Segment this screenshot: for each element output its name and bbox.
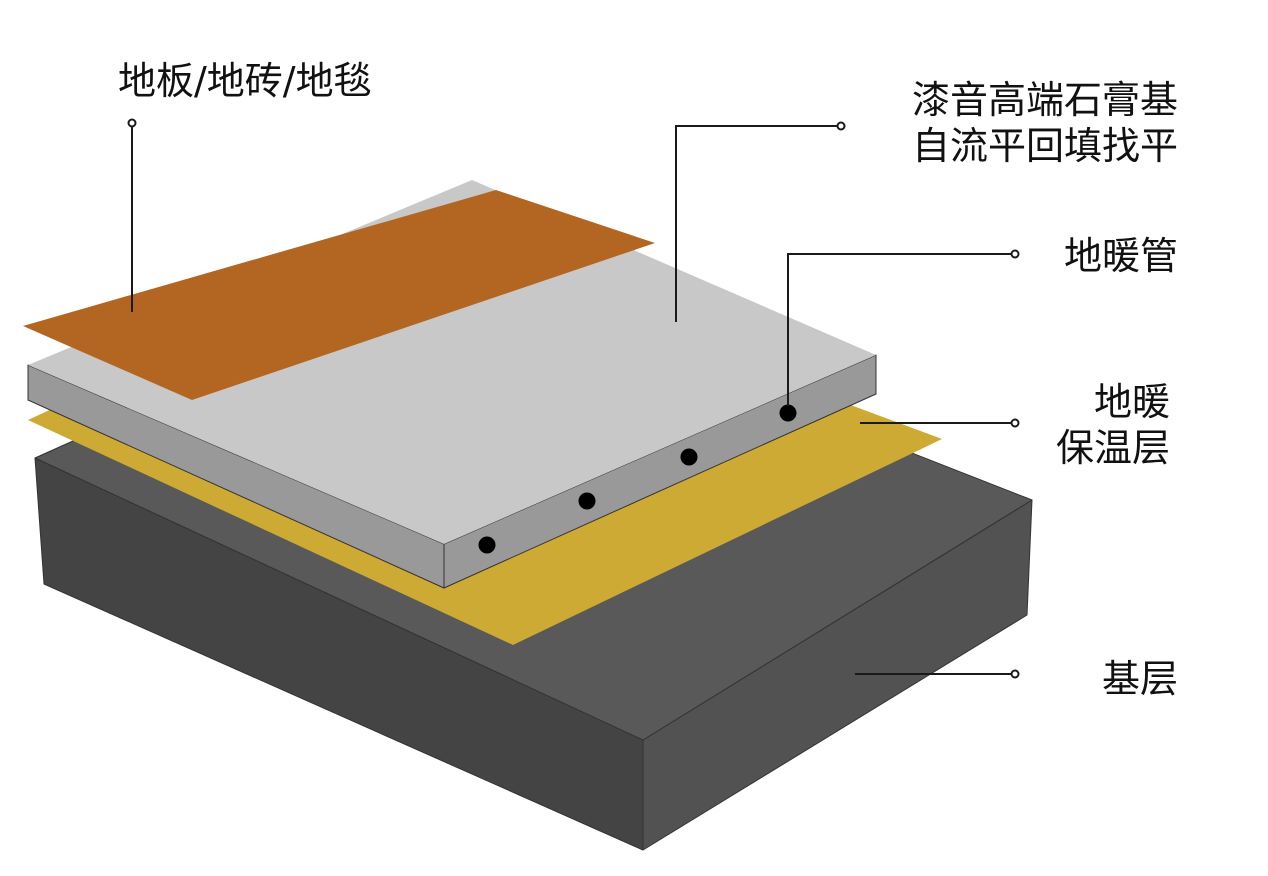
heating-pipe-dot bbox=[779, 404, 797, 422]
gypsum-layer-top-face bbox=[28, 180, 876, 544]
flooring-layer bbox=[23, 190, 655, 400]
heating-pipe-label: 地暖管 bbox=[1063, 234, 1178, 278]
heating-pipe-dot bbox=[478, 536, 496, 554]
insulation-label-line1: 地暖 bbox=[1093, 380, 1170, 424]
insulation-label-line2: 保温层 bbox=[1055, 426, 1170, 470]
gypsum-label-line2: 自流平回填找平 bbox=[911, 124, 1178, 168]
gypsum-leader-end bbox=[836, 121, 846, 131]
gypsum-label-line1: 漆音高端石膏基 bbox=[911, 78, 1178, 122]
flooring-leader-end bbox=[127, 118, 137, 128]
insulation-label: 地暖 保温层 bbox=[1040, 379, 1170, 471]
gypsum-label: 漆音高端石膏基 自流平回填找平 bbox=[884, 77, 1178, 169]
flooring-label: 地板/地砖/地毯 bbox=[118, 59, 372, 103]
heating-pipe-leader-line bbox=[787, 253, 1011, 406]
heating-pipe-leader-end bbox=[1010, 249, 1020, 259]
heating-pipe-dot bbox=[578, 492, 596, 510]
base-leader-end bbox=[1010, 669, 1020, 679]
gypsum-leader-line bbox=[675, 125, 837, 322]
leader-lines bbox=[127, 118, 1020, 679]
insulation-leader-end bbox=[1010, 418, 1020, 428]
heating-pipe-dot bbox=[680, 448, 698, 466]
base-label: 基层 bbox=[1101, 657, 1178, 701]
